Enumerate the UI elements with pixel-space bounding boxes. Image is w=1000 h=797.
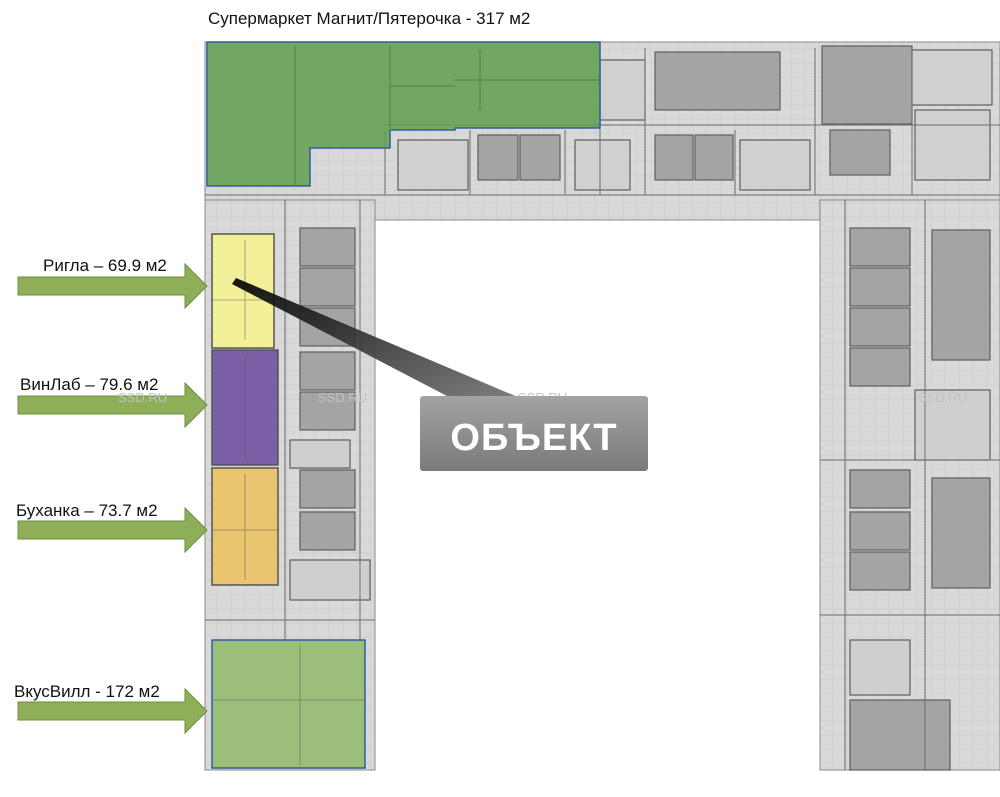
watermark-right: SSD.RU bbox=[918, 390, 967, 405]
unit-rigla bbox=[211, 233, 275, 349]
object-label: ОБЪЕКТ bbox=[450, 417, 617, 459]
supermarket-label: Супермаркет Магнит/Пятерочка - 317 м2 bbox=[208, 9, 530, 28]
left-wing-walls bbox=[205, 200, 375, 640]
tenant-label-rigla: Ригла – 69.9 м2 bbox=[43, 256, 167, 275]
arrow-bukhanka bbox=[17, 506, 208, 554]
object-box bbox=[420, 396, 648, 471]
tenant-label-vinlab: ВинЛаб – 79.6 м2 bbox=[20, 375, 158, 394]
watermark-left: SSD.RU bbox=[118, 390, 167, 405]
right-wing-walls bbox=[820, 200, 1000, 770]
tenant-label-vkusvill: ВкусВилл - 172 м2 bbox=[14, 682, 160, 701]
watermark-mid: SSD.RU bbox=[318, 390, 367, 405]
arrow-vkusvill bbox=[17, 687, 208, 735]
object-pointer bbox=[232, 278, 520, 408]
top-wing-rooms bbox=[397, 45, 993, 191]
left-wing-rooms bbox=[289, 227, 371, 601]
arrow-rigla bbox=[17, 262, 208, 310]
tenant-arrows bbox=[17, 262, 208, 735]
supermarket-area bbox=[206, 41, 601, 187]
unit-vkusvill bbox=[211, 639, 366, 769]
arrow-vinlab bbox=[17, 381, 208, 429]
supermarket-zone bbox=[206, 41, 601, 187]
tenant-label-bukhanka: Буханка – 73.7 м2 bbox=[16, 501, 158, 520]
tenant-units bbox=[211, 233, 366, 769]
right-wing-rooms bbox=[849, 227, 991, 771]
object-callout: ОБЪЕКТ bbox=[420, 396, 648, 471]
